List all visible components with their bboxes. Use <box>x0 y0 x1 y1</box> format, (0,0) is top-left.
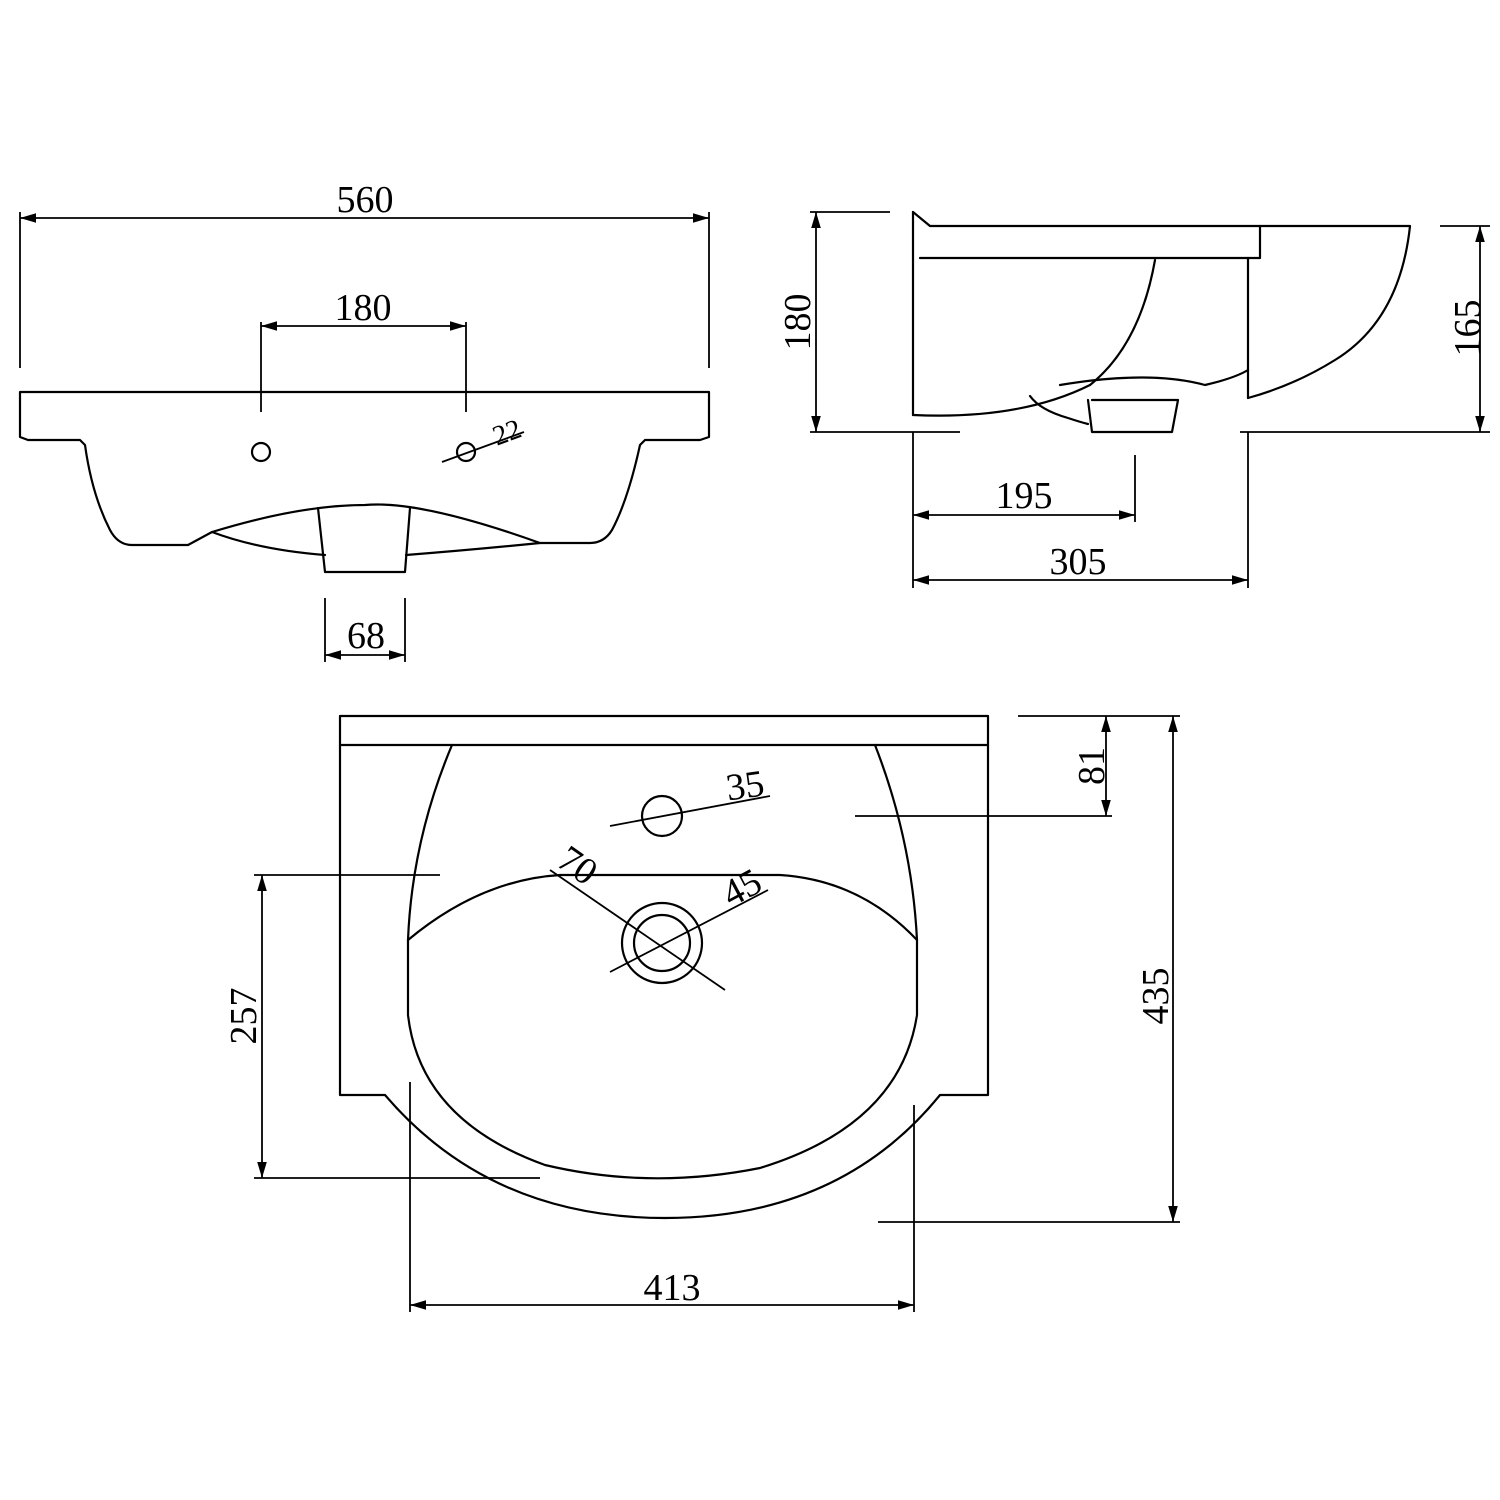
side-view: 180 165 195 305 <box>777 210 1490 588</box>
waste-offset-label: 195 <box>996 475 1053 517</box>
front-basin-outline <box>18 390 711 547</box>
tap-hole-leader <box>609 795 771 827</box>
outer-diameter-leader <box>549 869 726 991</box>
overall-width-label: 560 <box>337 179 394 221</box>
side-deck <box>911 210 1262 400</box>
top-tap-hole <box>640 794 684 838</box>
top-view: 35 70 45 81 435 257 413 <box>223 714 1180 1312</box>
top-outline <box>338 714 990 1220</box>
side-rear-curve <box>1246 224 1412 400</box>
hole-diameter-label: 22 <box>489 414 526 453</box>
inner-diameter-label: 45 <box>715 861 768 916</box>
waste-outer-ring <box>620 901 704 985</box>
side-waste <box>1028 394 1180 434</box>
top-bowl-inner-arc <box>406 873 919 942</box>
bowl-depth-label: 257 <box>223 988 265 1045</box>
tap-spacing-label: 180 <box>335 287 392 329</box>
waste-inner-ring <box>632 913 692 973</box>
bowl-height-label: 165 <box>1447 300 1489 357</box>
top-bowl-rim <box>406 743 919 1180</box>
deck-depth-label: 81 <box>1071 747 1113 785</box>
overall-depth-label: 435 <box>1135 968 1177 1025</box>
bowl-width-label: 413 <box>644 1267 701 1309</box>
side-inner-bowl <box>1058 368 1250 387</box>
side-front-curve <box>911 258 1157 417</box>
side-height-label: 180 <box>777 294 819 351</box>
tap-hole-diameter-label: 35 <box>723 763 766 810</box>
side-depth-label: 305 <box>1050 541 1107 583</box>
front-view: 22 560 180 68 <box>18 179 711 662</box>
front-waste-outlet <box>316 506 412 574</box>
waste-width-label: 68 <box>347 615 385 657</box>
front-bowl-curve <box>210 530 542 557</box>
inner-diameter-leader <box>609 889 769 973</box>
hole-diameter-leader <box>441 431 525 463</box>
tap-hole-left <box>250 441 272 463</box>
tap-hole-right <box>455 441 477 463</box>
outer-diameter-label: 70 <box>550 838 605 894</box>
